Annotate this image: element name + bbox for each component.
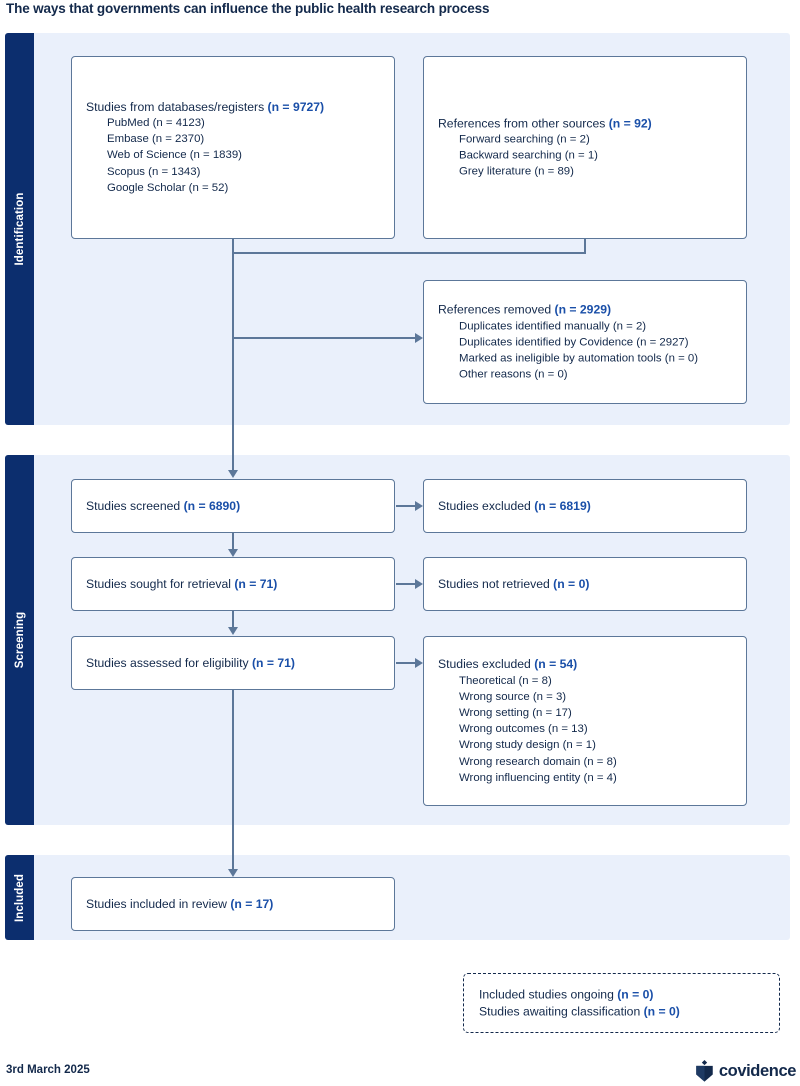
- box-studies-from-databases: Studies from databases/registers (n = 97…: [71, 56, 395, 239]
- list-item: Other reasons (n = 0): [459, 368, 568, 381]
- list-item: Embase (n = 2370): [107, 133, 205, 146]
- stage-tab-included: Included: [5, 855, 34, 940]
- box-studies-sought-retrieval: Studies sought for retrieval (n = 71): [71, 557, 395, 611]
- count-badge: (n = 9727): [267, 99, 325, 114]
- list-item: Duplicates identified manually (n = 2): [459, 319, 647, 332]
- connector-screened-to-sought: [232, 533, 234, 553]
- list-item: Google Scholar (n = 52): [107, 182, 229, 195]
- count-badge: (n = 54): [534, 657, 578, 672]
- arrowhead-to-included: [227, 869, 238, 877]
- box-header: Studies from databases/registers (n = 97…: [86, 99, 325, 114]
- list-item: Theoretical (n = 8): [459, 674, 552, 687]
- count-badge: (n = 0): [643, 1004, 680, 1018]
- box-studies-not-retrieved: Studies not retrieved (n = 0): [423, 557, 747, 611]
- covidence-wordmark: covidence: [718, 1061, 797, 1080]
- connector-assessed-to-included: [232, 689, 234, 871]
- list-item: Wrong study design (n = 1): [459, 739, 596, 752]
- box-header: Studies not retrieved (n = 0): [438, 576, 590, 591]
- arrowhead-screened-excluded: [415, 500, 423, 511]
- box-header: References from other sources (n = 92): [438, 115, 652, 130]
- arrowhead-to-screened: [227, 470, 238, 478]
- list-item: Backward searching (n = 1): [459, 149, 598, 162]
- stage-tab-screening: Screening: [5, 455, 34, 825]
- list-item: Web of Science (n = 1839): [107, 149, 242, 162]
- count-badge: (n = 0): [553, 576, 590, 591]
- box-ongoing-awaiting: Included studies ongoing (n = 0) Studies…: [463, 973, 780, 1033]
- list-item: Wrong source (n = 3): [459, 690, 567, 703]
- arrowhead-eligibility-excluded: [415, 657, 423, 668]
- list-item: PubMed (n = 4123): [107, 117, 205, 130]
- list-item: Forward searching (n = 2): [459, 133, 590, 146]
- connector-merge-horizontal: [232, 252, 586, 254]
- box-header: Studies screened (n = 6890): [86, 498, 241, 513]
- diagram-date: 3rd March 2025: [6, 1064, 90, 1076]
- count-badge: (n = 92): [608, 115, 652, 130]
- box-studies-excluded-screening: Studies excluded (n = 6819): [423, 479, 747, 533]
- box-studies-assessed-eligibility: Studies assessed for eligibility (n = 71…: [71, 636, 395, 690]
- count-badge: (n = 6890): [183, 498, 241, 513]
- list-item: Grey literature (n = 89): [459, 165, 574, 178]
- connector-trunk-to-screened: [232, 252, 234, 472]
- box-references-other-sources: References from other sources (n = 92) F…: [423, 56, 747, 239]
- arrowhead-to-assessed: [227, 627, 238, 635]
- page-title: The ways that governments can influence …: [6, 1, 490, 16]
- box-header: Studies included in review (n = 17): [86, 896, 274, 911]
- arrowhead-references-removed: [415, 332, 423, 343]
- connector-databases-down: [232, 239, 234, 253]
- connector-sought-to-not-retrieved: [396, 583, 416, 585]
- box-references-removed: References removed (n = 2929) Duplicates…: [423, 280, 747, 404]
- box-studies-excluded-eligibility: Studies excluded (n = 54) Theoretical (n…: [423, 636, 747, 806]
- count-badge: (n = 0): [617, 987, 654, 1002]
- list-item: Wrong setting (n = 17): [459, 706, 572, 719]
- count-badge: (n = 6819): [534, 498, 591, 513]
- box-header: References removed (n = 2929): [438, 302, 612, 317]
- box-header: Studies sought for retrieval (n = 71): [86, 576, 278, 591]
- connector-to-references-removed: [232, 337, 416, 339]
- box-header: Studies excluded (n = 54): [438, 657, 578, 672]
- count-badge: (n = 17): [230, 896, 274, 911]
- box-header: Studies excluded (n = 6819): [438, 498, 591, 513]
- list-item: Marked as ineligible by automation tools…: [459, 352, 699, 365]
- list-item: Wrong influencing entity (n = 4): [459, 771, 617, 784]
- stage-label-included: Included: [13, 873, 26, 922]
- list-item: Wrong outcomes (n = 13): [459, 723, 588, 736]
- covidence-shield-icon: [696, 1060, 713, 1082]
- stage-tab-identification: Identification: [5, 33, 34, 425]
- count-badge: (n = 2929): [554, 302, 612, 317]
- list-item: Wrong research domain (n = 8): [459, 755, 617, 768]
- arrowhead-not-retrieved: [415, 578, 423, 589]
- connector-other-sources-down: [584, 239, 586, 253]
- connector-screened-to-excluded: [396, 505, 416, 507]
- connector-assessed-to-excluded: [396, 662, 416, 664]
- arrowhead-to-sought: [227, 549, 238, 557]
- stage-label-screening: Screening: [13, 611, 26, 669]
- box-studies-screened: Studies screened (n = 6890): [71, 479, 395, 533]
- count-badge: (n = 71): [251, 655, 295, 670]
- ongoing-line: Included studies ongoing (n = 0): [479, 987, 654, 1002]
- box-header: Studies assessed for eligibility (n = 71…: [86, 655, 295, 670]
- box-studies-included-review: Studies included in review (n = 17): [71, 877, 395, 931]
- list-item: Duplicates identified by Covidence (n = …: [459, 336, 689, 349]
- list-item: Scopus (n = 1343): [107, 165, 201, 178]
- connector-sought-to-assessed: [232, 611, 234, 631]
- count-badge: (n = 71): [234, 576, 278, 591]
- stage-label-identification: Identification: [13, 192, 26, 266]
- covidence-logo: covidence: [695, 1060, 796, 1082]
- awaiting-line: Studies awaiting classification (n = 0): [479, 1004, 680, 1018]
